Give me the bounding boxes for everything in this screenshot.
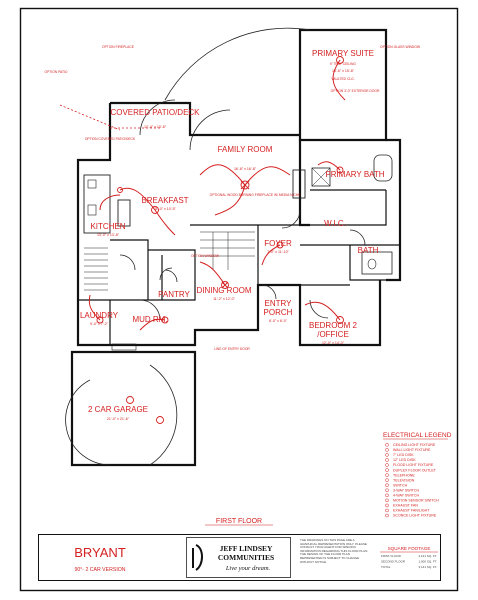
legend-symbol-icon: [385, 498, 389, 503]
room-garage-label: 2 CAR GARAGE: [88, 405, 148, 414]
room-kitchen-label: KITCHEN: [90, 222, 125, 231]
legend-item-label: 3-WAY SWITCH: [393, 488, 419, 492]
room-wic-label: W.I.C.: [324, 219, 346, 228]
note-option-patio: OPTION PATIO: [45, 70, 68, 74]
legend-item-label: TELEPHONE: [393, 473, 415, 477]
disclaimer-box: THE DRAWINGS ON THIS PAGE ARE A GRAPHICA…: [300, 539, 369, 564]
legend-item-label: TELEVISION: [393, 478, 415, 482]
room-bath-label: BATH: [358, 246, 379, 255]
footage-row-value: 3,141 SQ. FT.: [418, 565, 437, 569]
legend-item-label: 4-WAY SWITCH: [393, 494, 419, 498]
note-option-fireplace: OPTION FIREPLACE: [102, 45, 135, 49]
model-version: 90°- 2 CAR VERSION: [74, 567, 125, 573]
legend-symbol-icon: [385, 503, 389, 508]
room-laundry-dims: 9'-0" x 7'-2": [90, 322, 109, 326]
legend-symbol-icon: [385, 473, 389, 477]
company-logo: JEFF LINDSEY COMMUNITIES Live your dream…: [186, 537, 291, 578]
legend-item-label: SCONCE LIGHT FIXTURE: [393, 514, 437, 518]
logo-line1: JEFF LINDSEY: [220, 544, 273, 553]
legend-symbol-icon: [385, 513, 389, 518]
note-option-cover-patio: OPTION COVERED PATIO/DECK: [85, 137, 136, 141]
exterior-walls: [70, 28, 402, 467]
legend-symbol-icon: [385, 483, 389, 487]
room-covered-patio-label: COVERED PATIO/DECK: [110, 108, 200, 117]
legend-symbol-icon: [385, 488, 389, 492]
legend-symbol-icon: [385, 453, 389, 457]
room-primary-bath-label: PRIMARY BATH: [325, 170, 384, 179]
room-mud-label: MUD RM.: [132, 315, 167, 324]
room-labels: PRIMARY SUITE 15'-6" x 15'-8" COVERED PA…: [80, 49, 385, 421]
legend-title: ELECTRICAL LEGEND: [383, 432, 452, 439]
footage-row-value: 1,000 SQ. FT.: [418, 560, 437, 564]
electrical-wiring: [59, 56, 346, 424]
interior-walls: [78, 103, 400, 351]
legend-symbol-icon: [385, 493, 389, 498]
legend-item-label: EXHAUST FAN/LIGHT: [393, 509, 430, 513]
legend-symbol-icon: [385, 468, 389, 472]
legend-symbol-icon: [385, 508, 389, 513]
sheet-border: [19, 7, 459, 592]
footage-row-value: 2,141 SQ. FT.: [418, 554, 437, 558]
room-pantry-label: PANTRY: [158, 290, 190, 299]
room-laundry-label: LAUNDRY: [80, 311, 119, 320]
room-foyer-label: FOYER: [264, 239, 292, 248]
note-tray-ceiling: 9' TRAY CEILING: [330, 62, 356, 66]
logo-line2: COMMUNITIES: [218, 553, 274, 562]
room-entry-porch-dims: 6'-0" x 6'-0": [269, 319, 288, 323]
room-primary-suite-label: PRIMARY SUITE: [312, 49, 374, 58]
note-line-door: LINE OF ENTRY DOOR: [214, 347, 250, 351]
title-block: [38, 534, 441, 581]
footage-row-label: SECOND FLOOR: [381, 560, 406, 564]
legend-item-label: 12" LED DISK: [393, 458, 416, 462]
room-dining-dims: 11'-2" x 12'-0": [213, 297, 236, 301]
footage-title: SQUARE FOOTAGE: [388, 546, 431, 551]
legend-item-label: SWITCH: [393, 483, 408, 487]
note-option-window: OPTION WINDOW: [191, 254, 220, 258]
note-vaulted: VAULTED CLG.: [331, 77, 354, 81]
room-family-label: FAMILY ROOM: [218, 145, 273, 154]
room-breakfast-label: BREAKFAST: [141, 196, 188, 205]
disclaimer-text: THE DRAWINGS ON THIS PAGE ARE A GRAPHICA…: [300, 539, 369, 564]
room-family-dims: 16'-8" x 16'-8": [234, 167, 257, 171]
room-bedroom2-label: BEDROOM 2/OFFICE: [309, 321, 358, 339]
square-footage: SQUARE FOOTAGE FIRST FLOOR 2,141 SQ. FT. S…: [380, 546, 438, 569]
footage-row-label: TOTAL: [381, 565, 391, 569]
legend-item-label: 7" LED DISK: [393, 453, 414, 457]
plan-notes: OPTION FIREPLACE OPTION PATIO OPTION COV…: [45, 45, 421, 351]
logo-tagline: Live your dream.: [225, 565, 271, 572]
note-option-glass: OPTION GLASS WINDOW: [380, 45, 421, 49]
room-breakfast-dims: 11'-0" x 10'-5": [154, 207, 177, 211]
legend-symbol-icon: [385, 458, 389, 462]
legend-item-label: MOTION SENSOR SWITCH: [393, 499, 439, 503]
legend-symbol-icon: [385, 443, 389, 447]
note-optional-fireplace: OPTIONAL WOOD BURNING FIREPLACE W/ MEDIA…: [210, 193, 302, 197]
room-bedroom2-dims: 12'-0" x 14'-0": [322, 341, 345, 345]
room-primary-suite-dims: 15'-6" x 15'-8": [332, 69, 355, 73]
electrical-legend: ELECTRICAL LEGEND CEILING LIGHT FIXTUREW…: [383, 432, 452, 518]
footage-row-label: FIRST FLOOR: [381, 554, 402, 558]
legend-item-label: DUPLEX FLOOR OUTLET: [393, 468, 437, 472]
door-swings: [65, 27, 366, 466]
legend-symbol-icon: [385, 463, 389, 467]
room-foyer-dims: 7'-0" x 11'-10": [267, 250, 290, 254]
footage-rows: FIRST FLOOR 2,141 SQ. FT. SECOND FLOOR 1,00…: [381, 554, 437, 569]
floor-label: FIRST FLOOR: [216, 518, 262, 525]
legend-item-label: CEILING LIGHT FIXTURE: [393, 443, 436, 447]
legend-item-label: FLOOD LIGHT FIXTURE: [393, 463, 434, 467]
room-garage-dims: 21'-0" x 21'-6": [107, 417, 130, 421]
note-option-door: OPTION 3'-0" EXTERIOR DOOR: [331, 89, 380, 93]
legend-symbol-icon: [385, 448, 389, 452]
legend-item-label: EXHAUST FAN: [393, 504, 418, 508]
room-covered-patio-dims: 12'-4" x 10'-8": [144, 125, 167, 129]
legend-item-label: WALL LIGHT FIXTURE: [393, 448, 431, 452]
model-name: BRYANT: [74, 545, 126, 560]
room-kitchen-dims: 13'-0" x 13'-8": [97, 233, 120, 237]
room-dining-label: DINING ROOM: [196, 286, 251, 295]
legend-symbol-icon: [385, 478, 389, 482]
